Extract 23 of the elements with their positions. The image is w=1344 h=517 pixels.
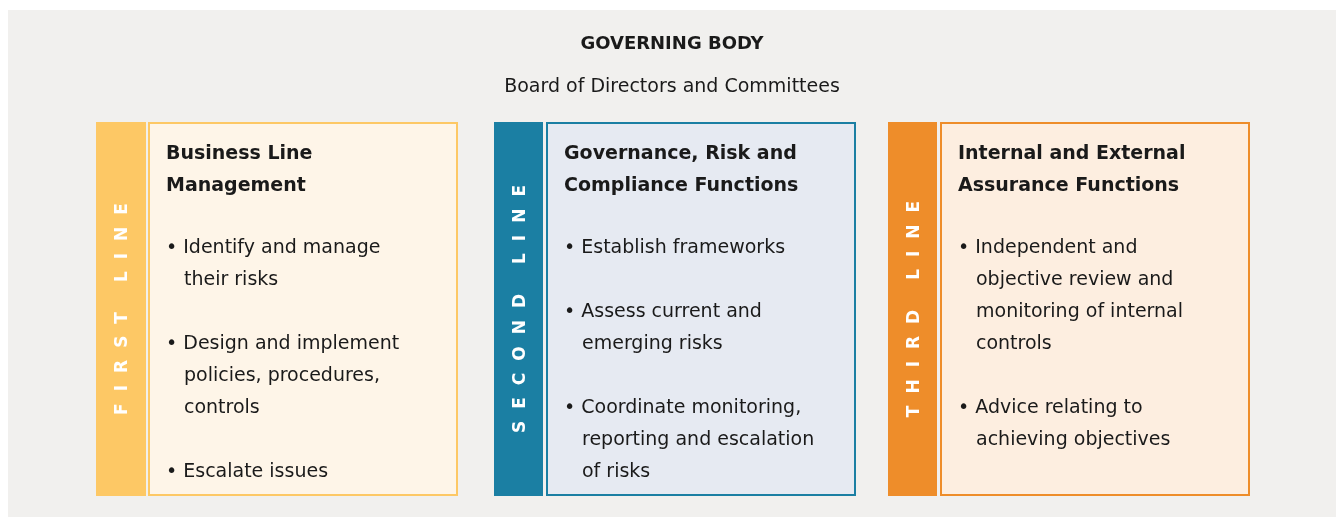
bullet-item: • Escalate issues [166, 458, 330, 483]
box-heading: Internal and External Assurance Functions [958, 140, 1187, 197]
subtitle: Board of Directors and Committees [503, 74, 841, 96]
vertical-label: FIRST LINE [111, 191, 131, 417]
function-box [940, 122, 1250, 496]
vertical-label: SECOND LINE [508, 173, 529, 435]
governing-body-panel [8, 10, 1336, 517]
line-label-bar [888, 122, 937, 496]
bullet-item: • Establish frameworks [564, 234, 787, 259]
bullet-item: • Identify and manage their risks [166, 234, 382, 291]
function-box [148, 122, 458, 496]
line-label-bar [96, 122, 146, 496]
box-heading: Business Line Management [166, 140, 314, 197]
line-label-bar [494, 122, 543, 496]
box-heading: Governance, Risk and Compliance Functions [564, 140, 800, 197]
bullet-item: • Independent and objective review and monitoring of internal controls [958, 234, 1184, 355]
vertical-label: THIRD LINE [902, 188, 923, 420]
bullet-item: • Assess current and emerging risks [564, 298, 763, 355]
title: GOVERNING BODY [579, 32, 765, 53]
function-box [546, 122, 856, 496]
bullet-item: • Advice relating to achieving objectives [958, 394, 1172, 451]
bullet-item: • Design and implement policies, procedures, controls [166, 330, 401, 419]
bullet-item: • Coordinate monitoring, reporting and escalation of risks [564, 394, 816, 483]
